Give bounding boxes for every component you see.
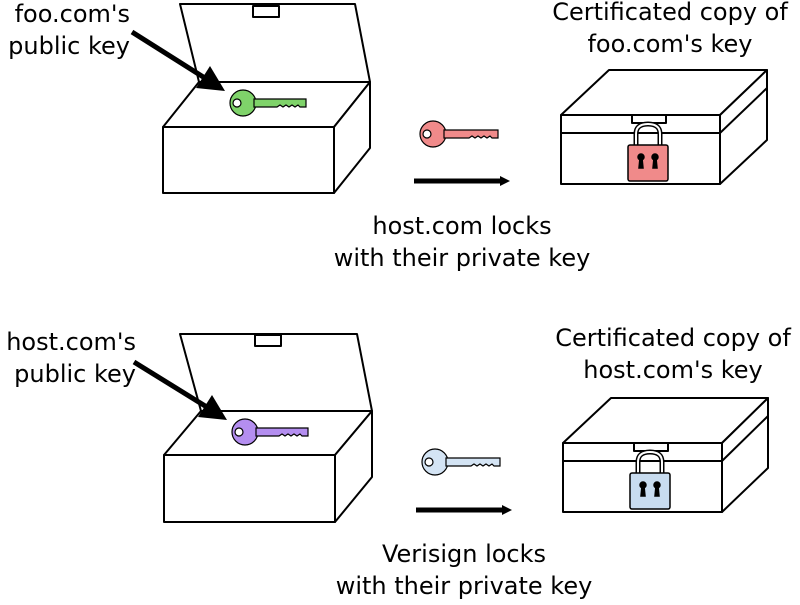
panel-1 bbox=[130, 3, 768, 194]
pointer-arrow-icon bbox=[132, 359, 227, 420]
padlock-icon bbox=[629, 449, 671, 510]
certificate-label: Certificated copy of host.com's key bbox=[555, 324, 791, 384]
private-key-icon bbox=[419, 120, 499, 148]
public-key-icon bbox=[229, 89, 307, 117]
padlock-icon bbox=[627, 121, 669, 182]
action-label: Verisign locks with their private key bbox=[335, 540, 593, 600]
public-key-icon bbox=[231, 418, 309, 446]
panel-2 bbox=[132, 333, 769, 523]
action-label: host.com locks with their private key bbox=[333, 212, 591, 272]
owner-key-label: foo.com's public key bbox=[8, 0, 130, 60]
owner-key-label: host.com's public key bbox=[6, 328, 136, 388]
private-key-icon bbox=[421, 448, 501, 476]
open-box bbox=[163, 333, 373, 523]
pointer-arrow-icon bbox=[130, 29, 225, 91]
certificate-label: Certificated copy of foo.com's key bbox=[552, 0, 788, 58]
